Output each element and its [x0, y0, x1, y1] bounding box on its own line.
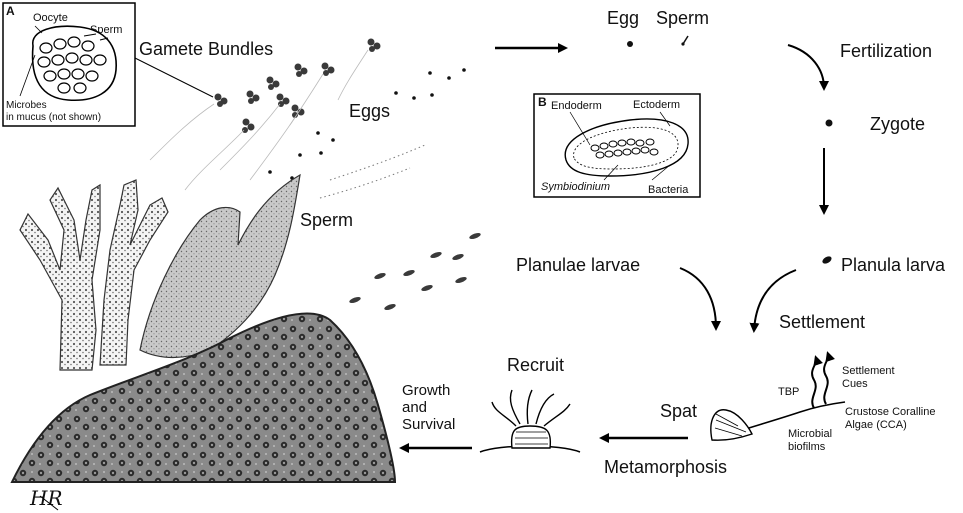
gamete-bundle [367, 38, 381, 52]
sperm-label: Sperm [300, 210, 353, 230]
microbial-label-2: biofilms [788, 441, 826, 453]
gamete-bundle [242, 118, 255, 133]
gamete-bundle [294, 63, 308, 77]
gamete-bundle [266, 76, 280, 90]
cca-label-2: Algae (CCA) [845, 419, 907, 431]
tbp-label: TBP [778, 386, 799, 398]
microbes-label-line2: in mucus (not shown) [6, 112, 101, 123]
ectoderm-label: Ectoderm [633, 99, 680, 111]
eggs-dots [268, 68, 466, 180]
settlement-label: Settlement [779, 312, 865, 332]
planulae-settlement-arrow [679, 267, 721, 331]
oocyte-label: Oocyte [33, 12, 68, 24]
gamete-bundle [321, 62, 335, 76]
planulae-swarm [349, 232, 481, 311]
inset-b-planula: B Endoderm Ectoderm Symbiodinium Bacteri… [533, 93, 701, 198]
gamete-bundles [214, 38, 381, 133]
growth-label-1: Growth [402, 382, 450, 399]
zygote-dot [825, 119, 833, 127]
endoderm-label: Endoderm [551, 100, 602, 112]
spat-shape [710, 409, 753, 441]
inset-b-letter: B [538, 95, 547, 109]
inset-a-gamete-bundle: A Oocyte Sperm Microbes in mucus (not sh… [2, 2, 136, 127]
bundle-trails [149, 49, 369, 191]
bacteria-label: Bacteria [648, 184, 689, 196]
symbiodinium-label: Symbiodinium [541, 181, 610, 193]
fertilization-arrow [787, 44, 829, 91]
signature-text: HR [29, 486, 63, 510]
reef-mound [10, 312, 397, 483]
egg-dot [627, 41, 633, 47]
planulae-larvae-label: Planulae larvae [516, 255, 640, 275]
gamete-bundles-label: Gamete Bundles [139, 39, 273, 59]
cca-label-1: Crustose Coralline [845, 406, 935, 418]
gamete-bundle [246, 90, 260, 104]
gamete-bundle [291, 104, 305, 118]
metamorphosis-label: Metamorphosis [604, 457, 727, 477]
artist-signature: HR [29, 486, 63, 511]
recruit-polyp [479, 389, 581, 453]
settlement-cues-label-1: Settlement [842, 365, 895, 377]
recruit-label: Recruit [507, 355, 564, 375]
settlement-cues-arrows [811, 351, 835, 409]
planula-larva-label: Planula larva [841, 255, 946, 275]
branching-coral [19, 179, 169, 371]
growth-label-2: and [402, 399, 427, 416]
microbial-label-1: Microbial [788, 428, 832, 440]
planula-larva-shape [822, 256, 832, 264]
microbes-label-line1: Microbes [6, 100, 47, 111]
settlement-cues-label-2: Cues [842, 378, 868, 390]
zygote-label: Zygote [870, 114, 925, 134]
egg-label: Egg [607, 8, 639, 28]
planula-settlement-arrow [749, 269, 797, 333]
sperm-trails [319, 144, 426, 199]
eggs-label: Eggs [349, 101, 390, 121]
growth-label-3: Survival [402, 416, 455, 433]
fertilization-label: Fertilization [840, 41, 932, 61]
gamete-bundle [276, 93, 290, 107]
inset-a-pointer [134, 57, 214, 98]
gamete-bundle [214, 93, 228, 107]
spat-label: Spat [660, 401, 697, 421]
sperm-top-label: Sperm [656, 8, 709, 28]
inset-a-letter: A [6, 4, 15, 18]
